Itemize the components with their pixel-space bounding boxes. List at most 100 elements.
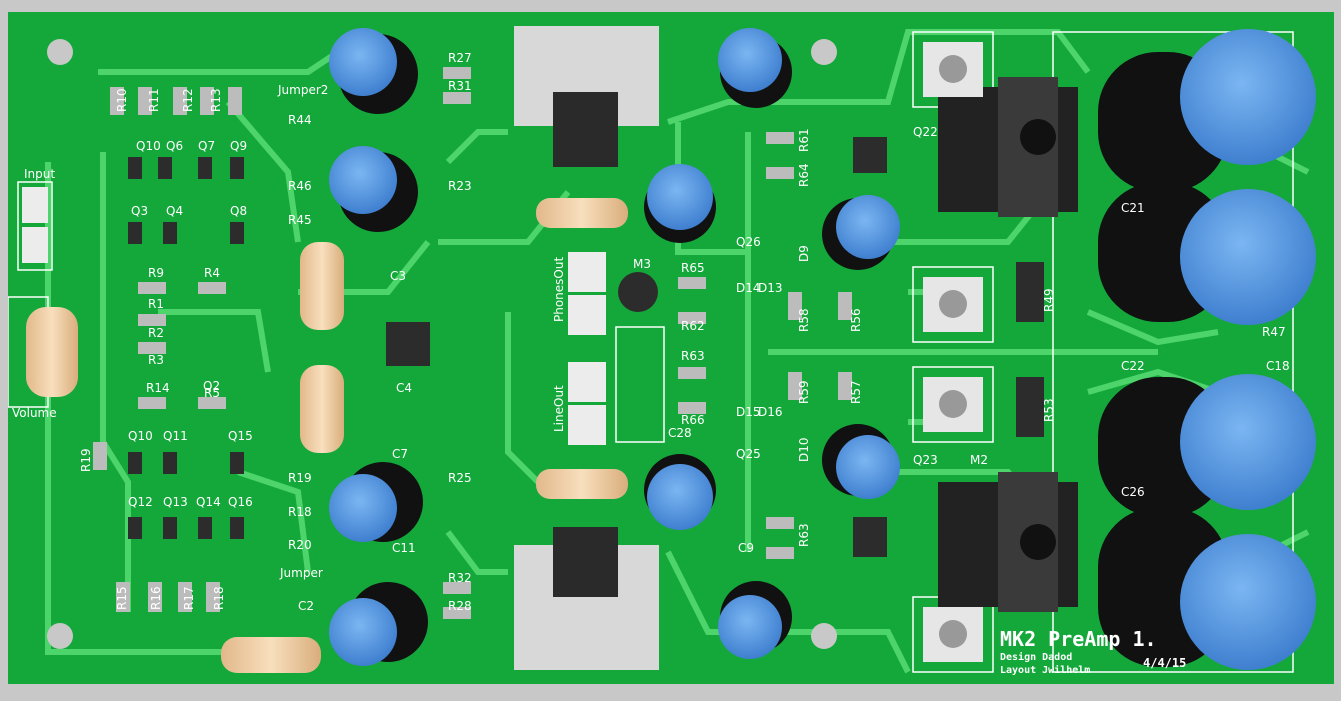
label-d10: D10 (797, 437, 811, 462)
label-r65: R65 (681, 261, 705, 275)
label-r12: R12 (181, 88, 195, 112)
label-c9: C9 (738, 541, 754, 555)
label-q14: Q14 (196, 495, 221, 509)
label-r11: R11 (147, 88, 161, 112)
label-r10: R10 (115, 88, 129, 112)
jumper-label: Jumper (279, 566, 323, 580)
terminals (22, 42, 983, 662)
label-r5: R5 (204, 386, 220, 400)
label-r55: R56 (849, 308, 863, 332)
board-date: 4/4/15 (1143, 656, 1186, 670)
label-q13: Q13 (163, 495, 188, 509)
label-r36: R32 (448, 571, 472, 585)
label-r16: R16 (149, 586, 163, 610)
label-r23: R19 (288, 471, 312, 485)
label-c28: C28 (668, 426, 692, 440)
label-q2: Q2 (203, 379, 220, 393)
label-q26: Q26 (736, 235, 761, 249)
label-q11: Q11 (163, 429, 188, 443)
label-r46: R46 (288, 179, 312, 193)
label-r47: R47 (1262, 325, 1286, 339)
pcb-board: Input Volume Jumper2 Jumper PhonesOut Li… (8, 12, 1334, 684)
silk-labels: Input Volume Jumper2 Jumper PhonesOut Li… (12, 51, 1290, 676)
power-regulators (938, 77, 1078, 612)
label-r64: R64 (797, 163, 811, 187)
lineout-label: LineOut (552, 385, 566, 432)
label-r4: R4 (204, 266, 220, 280)
label-q15: Q15 (228, 429, 253, 443)
small-caps (329, 28, 900, 666)
label-q10: Q10 (128, 429, 153, 443)
label-r49: R49 (1042, 288, 1056, 312)
board-title: MK2 PreAmp 1. (1000, 627, 1157, 651)
label-r21: R18 (288, 505, 312, 519)
volume-label: Volume (12, 406, 57, 420)
label-r18: R18 (212, 586, 226, 610)
label-r9: R9 (148, 266, 164, 280)
pcb-render (8, 26, 1316, 674)
label-c18: C18 (1266, 359, 1290, 373)
label-r63: R63 (797, 523, 811, 547)
label-m3: M3 (633, 257, 651, 271)
label-q12: Q12 (128, 495, 153, 509)
label-d13: D13 (758, 281, 783, 295)
label-r17: R17 (182, 586, 196, 610)
label-r24: R20 (288, 538, 312, 552)
label-c3: C3 (390, 269, 406, 283)
label-r26: R23 (448, 179, 472, 193)
label-r58: R59 (797, 380, 811, 404)
label-r19: R19 (79, 448, 93, 472)
input-label: Input (24, 167, 55, 181)
label-r31: R27 (448, 51, 472, 65)
label-r62: R63 (681, 349, 705, 363)
label-m2: M2 (970, 453, 988, 467)
label-c22: C22 (1121, 359, 1145, 373)
label-q9: Q9 (230, 139, 247, 153)
design-credit: Design Dadod (1000, 651, 1072, 663)
label-d9: D9 (797, 245, 811, 262)
label-c11: C11 (392, 541, 416, 555)
label-q5: Q10 (136, 139, 161, 153)
label-r2: R2 (148, 326, 164, 340)
label-r44: R44 (288, 113, 312, 127)
label-q8: Q8 (230, 204, 247, 218)
label-r29: R25 (448, 471, 472, 485)
label-r15: R15 (115, 586, 129, 610)
label-q22: Q23 (913, 453, 938, 467)
label-r56: R57 (849, 380, 863, 404)
label-c4: C4 (396, 381, 412, 395)
resistor-row (93, 67, 852, 619)
label-q4: Q4 (166, 204, 183, 218)
label-r61: R62 (681, 319, 705, 333)
label-d14: D14 (736, 281, 761, 295)
label-c2: C2 (298, 599, 314, 613)
label-r14: R14 (146, 381, 170, 395)
regulator-pads (514, 26, 659, 670)
label-r57: R58 (797, 308, 811, 332)
label-c7: C7 (392, 447, 408, 461)
label-r45: R45 (288, 213, 312, 227)
label-r3: R3 (148, 353, 164, 367)
label-q25: Q25 (736, 447, 761, 461)
label-q6: Q6 (166, 139, 183, 153)
label-r35: R31 (448, 79, 472, 93)
mounting-holes (47, 39, 837, 649)
label-q16: Q16 (228, 495, 253, 509)
label-r53: R53 (1042, 398, 1056, 422)
label-c21: C21 (1121, 201, 1145, 215)
layout-credit: Layout Jwilhelm (1000, 664, 1090, 676)
phonesout-label: PhonesOut (552, 257, 566, 322)
label-r32: R28 (448, 599, 472, 613)
film-caps (26, 198, 628, 673)
label-c26: C26 (1121, 485, 1145, 499)
smd-parts (128, 137, 1044, 557)
label-q3: Q3 (131, 204, 148, 218)
label-r59: R61 (797, 128, 811, 152)
label-q21: Q22 (913, 125, 938, 139)
label-r13: R13 (209, 88, 223, 112)
label-r66: R66 (681, 413, 705, 427)
label-d16: D16 (758, 405, 783, 419)
jumper2-label: Jumper2 (277, 83, 328, 97)
label-q7: Q7 (198, 139, 215, 153)
large-caps (1098, 29, 1316, 670)
